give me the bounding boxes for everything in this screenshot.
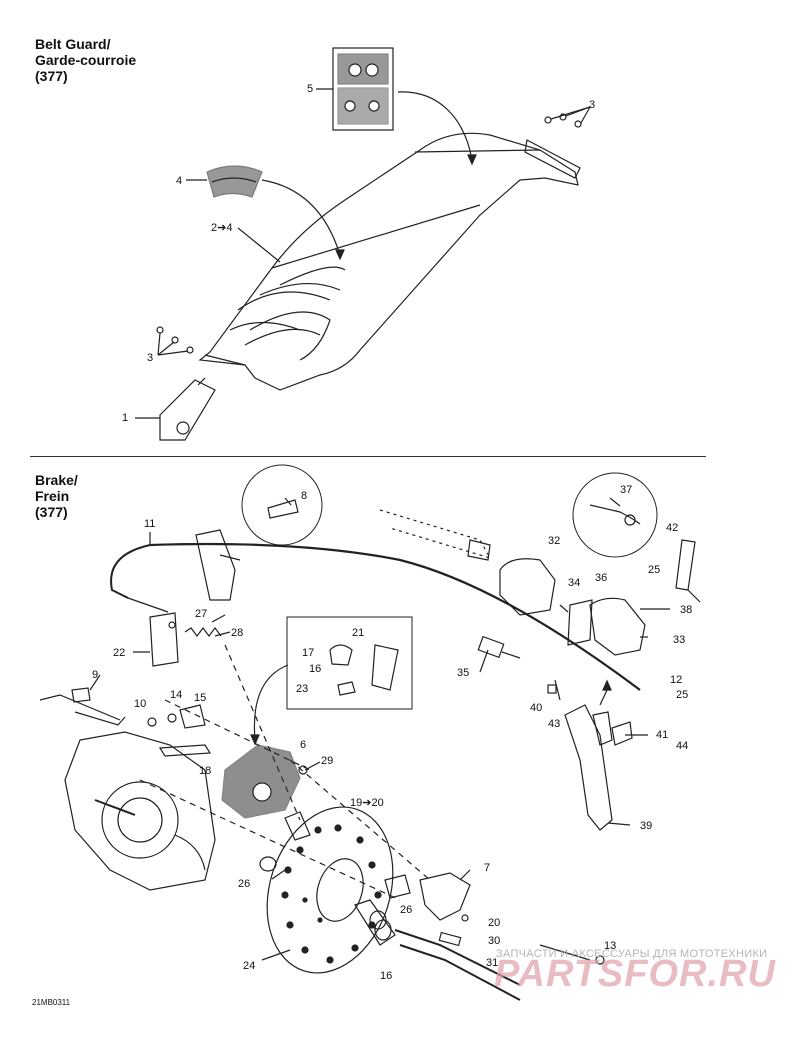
belt-guard-title-en: Belt Guard/ xyxy=(35,36,111,52)
callout-20: 20 xyxy=(488,917,501,929)
callout-7: 7 xyxy=(484,862,491,874)
callout-22: 22 xyxy=(113,647,126,659)
belt-guard-title-fr: Garde-courroie xyxy=(35,52,137,68)
callout-9: 9 xyxy=(92,669,99,681)
callout-16-bottom: 16 xyxy=(380,970,393,982)
callout-24: 24 xyxy=(243,960,256,972)
callout-27: 27 xyxy=(195,608,208,620)
brake-ref: (377) xyxy=(35,504,68,520)
guard-bracket xyxy=(159,377,216,441)
callout-12: 12 xyxy=(670,674,683,686)
callout-28: 28 xyxy=(231,627,244,639)
callout-6: 6 xyxy=(300,739,307,751)
callout-39: 39 xyxy=(640,820,653,832)
callout-33: 33 xyxy=(673,634,686,646)
callout-31: 31 xyxy=(486,957,499,969)
callout-3-bottom: 3 xyxy=(147,352,154,364)
callout-10: 10 xyxy=(134,698,147,710)
brake-title-fr: Frein xyxy=(35,488,70,504)
callout-14: 14 xyxy=(170,689,183,701)
callout-3-top: 3 xyxy=(589,99,596,111)
callout-23: 23 xyxy=(296,683,309,695)
belt-guard-ref: (377) xyxy=(35,68,68,84)
section-divider xyxy=(30,456,706,457)
callout-30: 30 xyxy=(488,935,501,947)
brake-housing xyxy=(64,731,216,891)
brake-disc xyxy=(266,806,394,974)
callout-19-20: 19➔20 xyxy=(350,797,384,809)
callout-41: 41 xyxy=(656,729,669,741)
callout-17: 17 xyxy=(302,647,315,659)
callout-8: 8 xyxy=(301,490,308,502)
callout-34: 34 xyxy=(568,577,581,589)
callout-25-top: 25 xyxy=(648,564,661,576)
callout-25-bottom: 25 xyxy=(676,689,689,701)
callout-21: 21 xyxy=(352,627,365,639)
guard-handle xyxy=(206,165,263,198)
decal-label xyxy=(332,47,394,131)
callout-43: 43 xyxy=(548,718,561,730)
callout-2-4: 2➔4 xyxy=(211,222,233,234)
watermark-tagline: ЗАПЧАСТИ И АКСЕССУАРЫ ДЛЯ МОТОТЕХНИКИ xyxy=(496,948,768,960)
belt-guard-cover xyxy=(198,132,581,391)
callout-18: 18 xyxy=(199,765,212,777)
callout-5: 5 xyxy=(307,83,314,95)
callout-26-right: 26 xyxy=(400,904,413,916)
callout-13: 13 xyxy=(604,940,617,952)
callout-15: 15 xyxy=(194,692,207,704)
callout-26-left: 26 xyxy=(238,878,251,890)
watermark-logo: PARTSFOR.RU xyxy=(494,953,776,995)
callout-35: 35 xyxy=(457,667,470,679)
brake-lever xyxy=(564,704,633,831)
brake-title-en: Brake/ xyxy=(35,472,78,488)
callout-16-box: 16 xyxy=(309,663,322,675)
callout-11: 11 xyxy=(144,518,156,530)
callout-36: 36 xyxy=(595,572,608,584)
callout-4: 4 xyxy=(176,175,183,187)
callout-37: 37 xyxy=(620,484,633,496)
callout-29: 29 xyxy=(321,755,334,767)
callout-42: 42 xyxy=(666,522,679,534)
diagram-code: 21MB0311 xyxy=(32,998,71,1007)
callout-38: 38 xyxy=(680,604,693,616)
callout-44: 44 xyxy=(676,740,689,752)
callout-40: 40 xyxy=(530,702,543,714)
callout-1: 1 xyxy=(122,412,129,424)
brake-title: Brake/ Frein (377) xyxy=(35,472,78,520)
callout-32: 32 xyxy=(548,535,561,547)
belt-guard-title: Belt Guard/ Garde-courroie (377) xyxy=(35,36,136,84)
